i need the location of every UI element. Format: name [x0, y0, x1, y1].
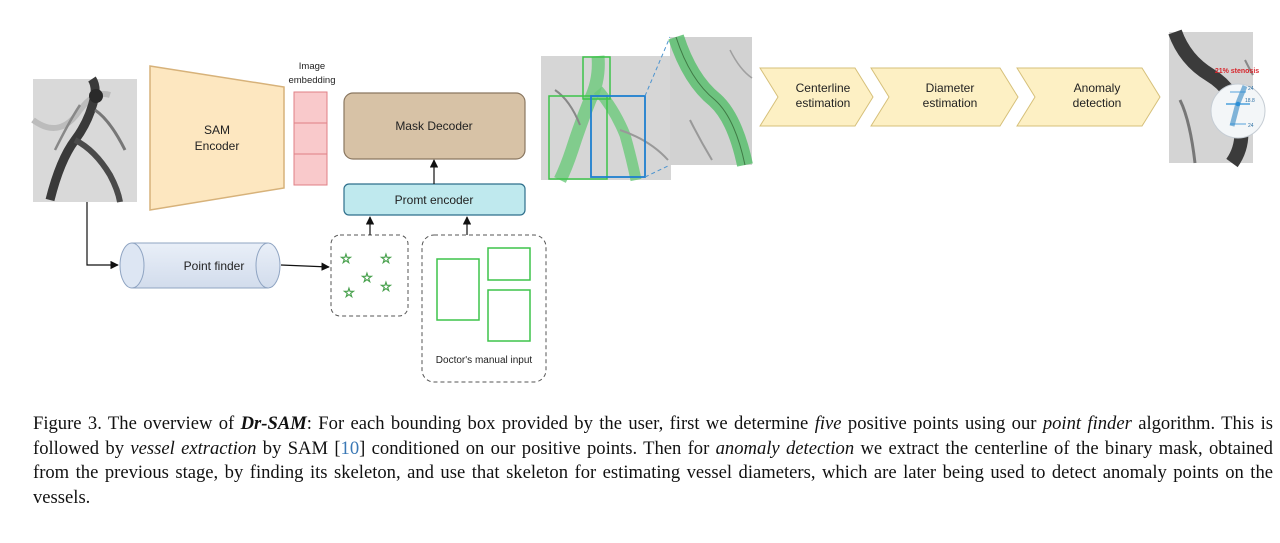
zoomed-vessel-image — [668, 34, 753, 167]
segmentation-result-image — [541, 55, 671, 183]
embedding-cell — [293, 122, 328, 155]
pipeline-step-label-line1: Anomaly — [1074, 81, 1121, 95]
star-icon: ☆ — [380, 279, 392, 294]
pipeline-step-label-line2: estimation — [923, 96, 978, 110]
zoom-line — [644, 36, 671, 97]
pipeline-step-diameter: Diameter estimation — [870, 67, 1019, 127]
caption-text: ] conditioned on our positive points. Th… — [359, 437, 716, 459]
figure-caption: Figure 3. The overview of Dr-SAM: For ea… — [33, 412, 1273, 510]
bounding-box — [590, 95, 646, 178]
caption-text: The overview of — [107, 413, 241, 434]
overview-diagram: SAM Encoder Image embedding Mask Decoder… — [31, 29, 1266, 383]
figure-label: Figure 3. — [33, 413, 102, 434]
prompt-encoder-label: Promt encoder — [395, 193, 474, 207]
diameter-value-mid: 18.8 — [1245, 98, 1255, 104]
embedding-cell — [293, 91, 328, 124]
bounding-box — [487, 247, 531, 281]
pipeline-step-label-line2: estimation — [796, 96, 851, 110]
pipeline-step-label-line1: Diameter — [926, 81, 975, 95]
point-finder: Point finder — [119, 242, 281, 289]
positive-points-box: ☆ ☆ ☆ ☆ ☆ — [330, 234, 409, 317]
pipeline-step-label-line2: detection — [1073, 96, 1122, 110]
anomaly-result-image: 21% stenosis 24 18.8 24 — [1168, 29, 1266, 168]
image-embedding-label-line1: Image — [299, 61, 325, 72]
bounding-box — [487, 289, 531, 342]
image-embedding-label-line2: embedding — [288, 75, 335, 86]
caption-emphasis: point finder — [1042, 413, 1132, 434]
diameter-value-bottom: 24 — [1248, 123, 1254, 129]
pipeline-step-anomaly: Anomaly detection — [1016, 67, 1161, 127]
bounding-box — [436, 258, 480, 321]
bounding-box — [548, 95, 608, 180]
manual-input-box: Doctor's manual input — [421, 234, 547, 383]
pipeline-step-centerline: Centerline estimation — [759, 67, 874, 127]
prompt-encoder: Promt encoder — [343, 183, 526, 216]
sam-encoder-label-line2: Encoder — [195, 139, 240, 153]
caption-text: we extract the centerline of the binary … — [33, 437, 1273, 508]
citation-link[interactable]: 10 — [340, 437, 360, 459]
input-angiogram-image — [31, 76, 137, 203]
caption-text: by SAM [ — [256, 437, 341, 459]
star-icon: ☆ — [380, 251, 392, 266]
caption-text: : For each bounding box provided by the … — [306, 413, 815, 434]
mask-decoder-label: Mask Decoder — [395, 119, 472, 133]
embedding-cell — [293, 153, 328, 186]
caption-emphasis: vessel extraction — [130, 437, 257, 459]
star-icon: ☆ — [361, 270, 373, 285]
method-name: Dr-SAM — [240, 413, 307, 434]
caption-emphasis: anomaly detection — [715, 437, 855, 459]
manual-input-label: Doctor's manual input — [436, 355, 533, 366]
arrow-point-finder-to-points — [280, 262, 330, 271]
caption-emphasis: five — [814, 413, 842, 434]
mask-decoder: Mask Decoder — [343, 92, 526, 160]
point-finder-label: Point finder — [184, 259, 245, 273]
bounding-box — [582, 56, 611, 100]
pipeline-step-label-line1: Centerline — [796, 81, 851, 95]
image-embedding: Image embedding — [288, 61, 336, 186]
zoom-line — [644, 164, 671, 178]
diameter-value-top: 24 — [1248, 86, 1254, 92]
star-icon: ☆ — [340, 251, 352, 266]
stenosis-label: 21% stenosis — [1215, 68, 1259, 75]
sam-encoder-label-line1: SAM — [204, 123, 230, 137]
star-icon: ☆ — [343, 285, 355, 300]
caption-text: positive points using our — [841, 413, 1043, 434]
caption-text: algorithm. This is followed by — [33, 413, 1274, 459]
sam-encoder: SAM Encoder — [149, 65, 285, 211]
arrow-image-to-point-finder — [86, 202, 119, 270]
